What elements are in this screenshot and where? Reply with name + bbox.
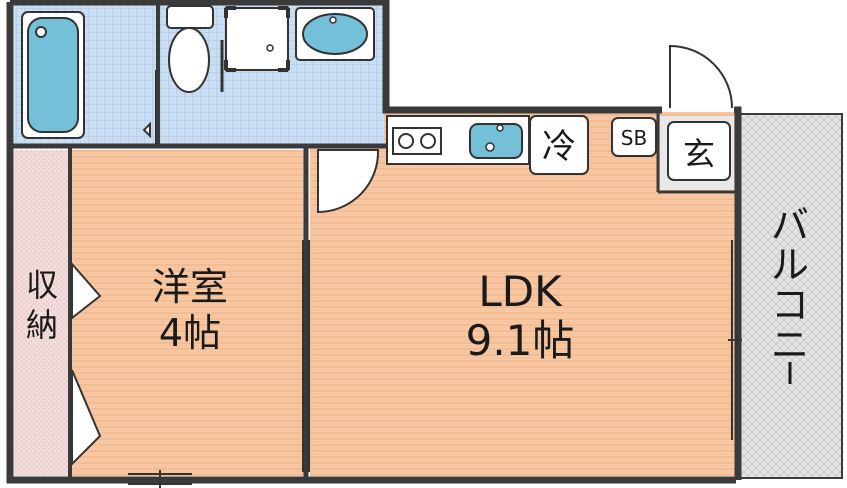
ldk-size: 9.1帖 xyxy=(466,316,575,365)
closet-char-2: 納 xyxy=(26,306,58,344)
bottom-window xyxy=(128,470,192,488)
kitchen-counter xyxy=(386,115,530,165)
walls xyxy=(6,0,742,484)
bathtub xyxy=(21,11,85,139)
toilet xyxy=(166,5,214,93)
washroom-door xyxy=(142,70,157,144)
fridge-label: 冷 xyxy=(542,127,576,167)
washing-machine-space xyxy=(224,6,290,72)
shoe-box-label: SB xyxy=(621,126,647,150)
ldk-name: LDK xyxy=(478,267,563,316)
balcony-char-4: ニ xyxy=(771,323,809,367)
western-room-floor xyxy=(72,150,304,476)
balcony-char-3: コ xyxy=(771,283,809,327)
entrance-label: 玄 xyxy=(683,135,715,173)
western-room-name: 洋室 xyxy=(152,265,228,309)
balcony-window xyxy=(728,240,742,440)
balcony-char-2: ル xyxy=(771,243,809,287)
balcony-frame xyxy=(739,113,843,479)
room-sliding-door xyxy=(302,240,310,472)
closet-doors xyxy=(71,261,102,467)
fridge-space: 冷 xyxy=(529,115,589,175)
western-room-size: 4帖 xyxy=(159,311,221,355)
shoe-box: SB xyxy=(611,117,657,157)
partitions xyxy=(10,2,736,480)
balcony-floor xyxy=(740,114,842,478)
wash-basin xyxy=(295,7,375,61)
closet-char-1: 収 xyxy=(26,266,58,304)
front-door-swing xyxy=(669,44,733,109)
ldk-door-swing xyxy=(317,149,380,214)
balcony-char-1: バ xyxy=(771,203,809,247)
entrance: 玄 xyxy=(667,121,731,181)
closet-floor xyxy=(14,150,70,476)
